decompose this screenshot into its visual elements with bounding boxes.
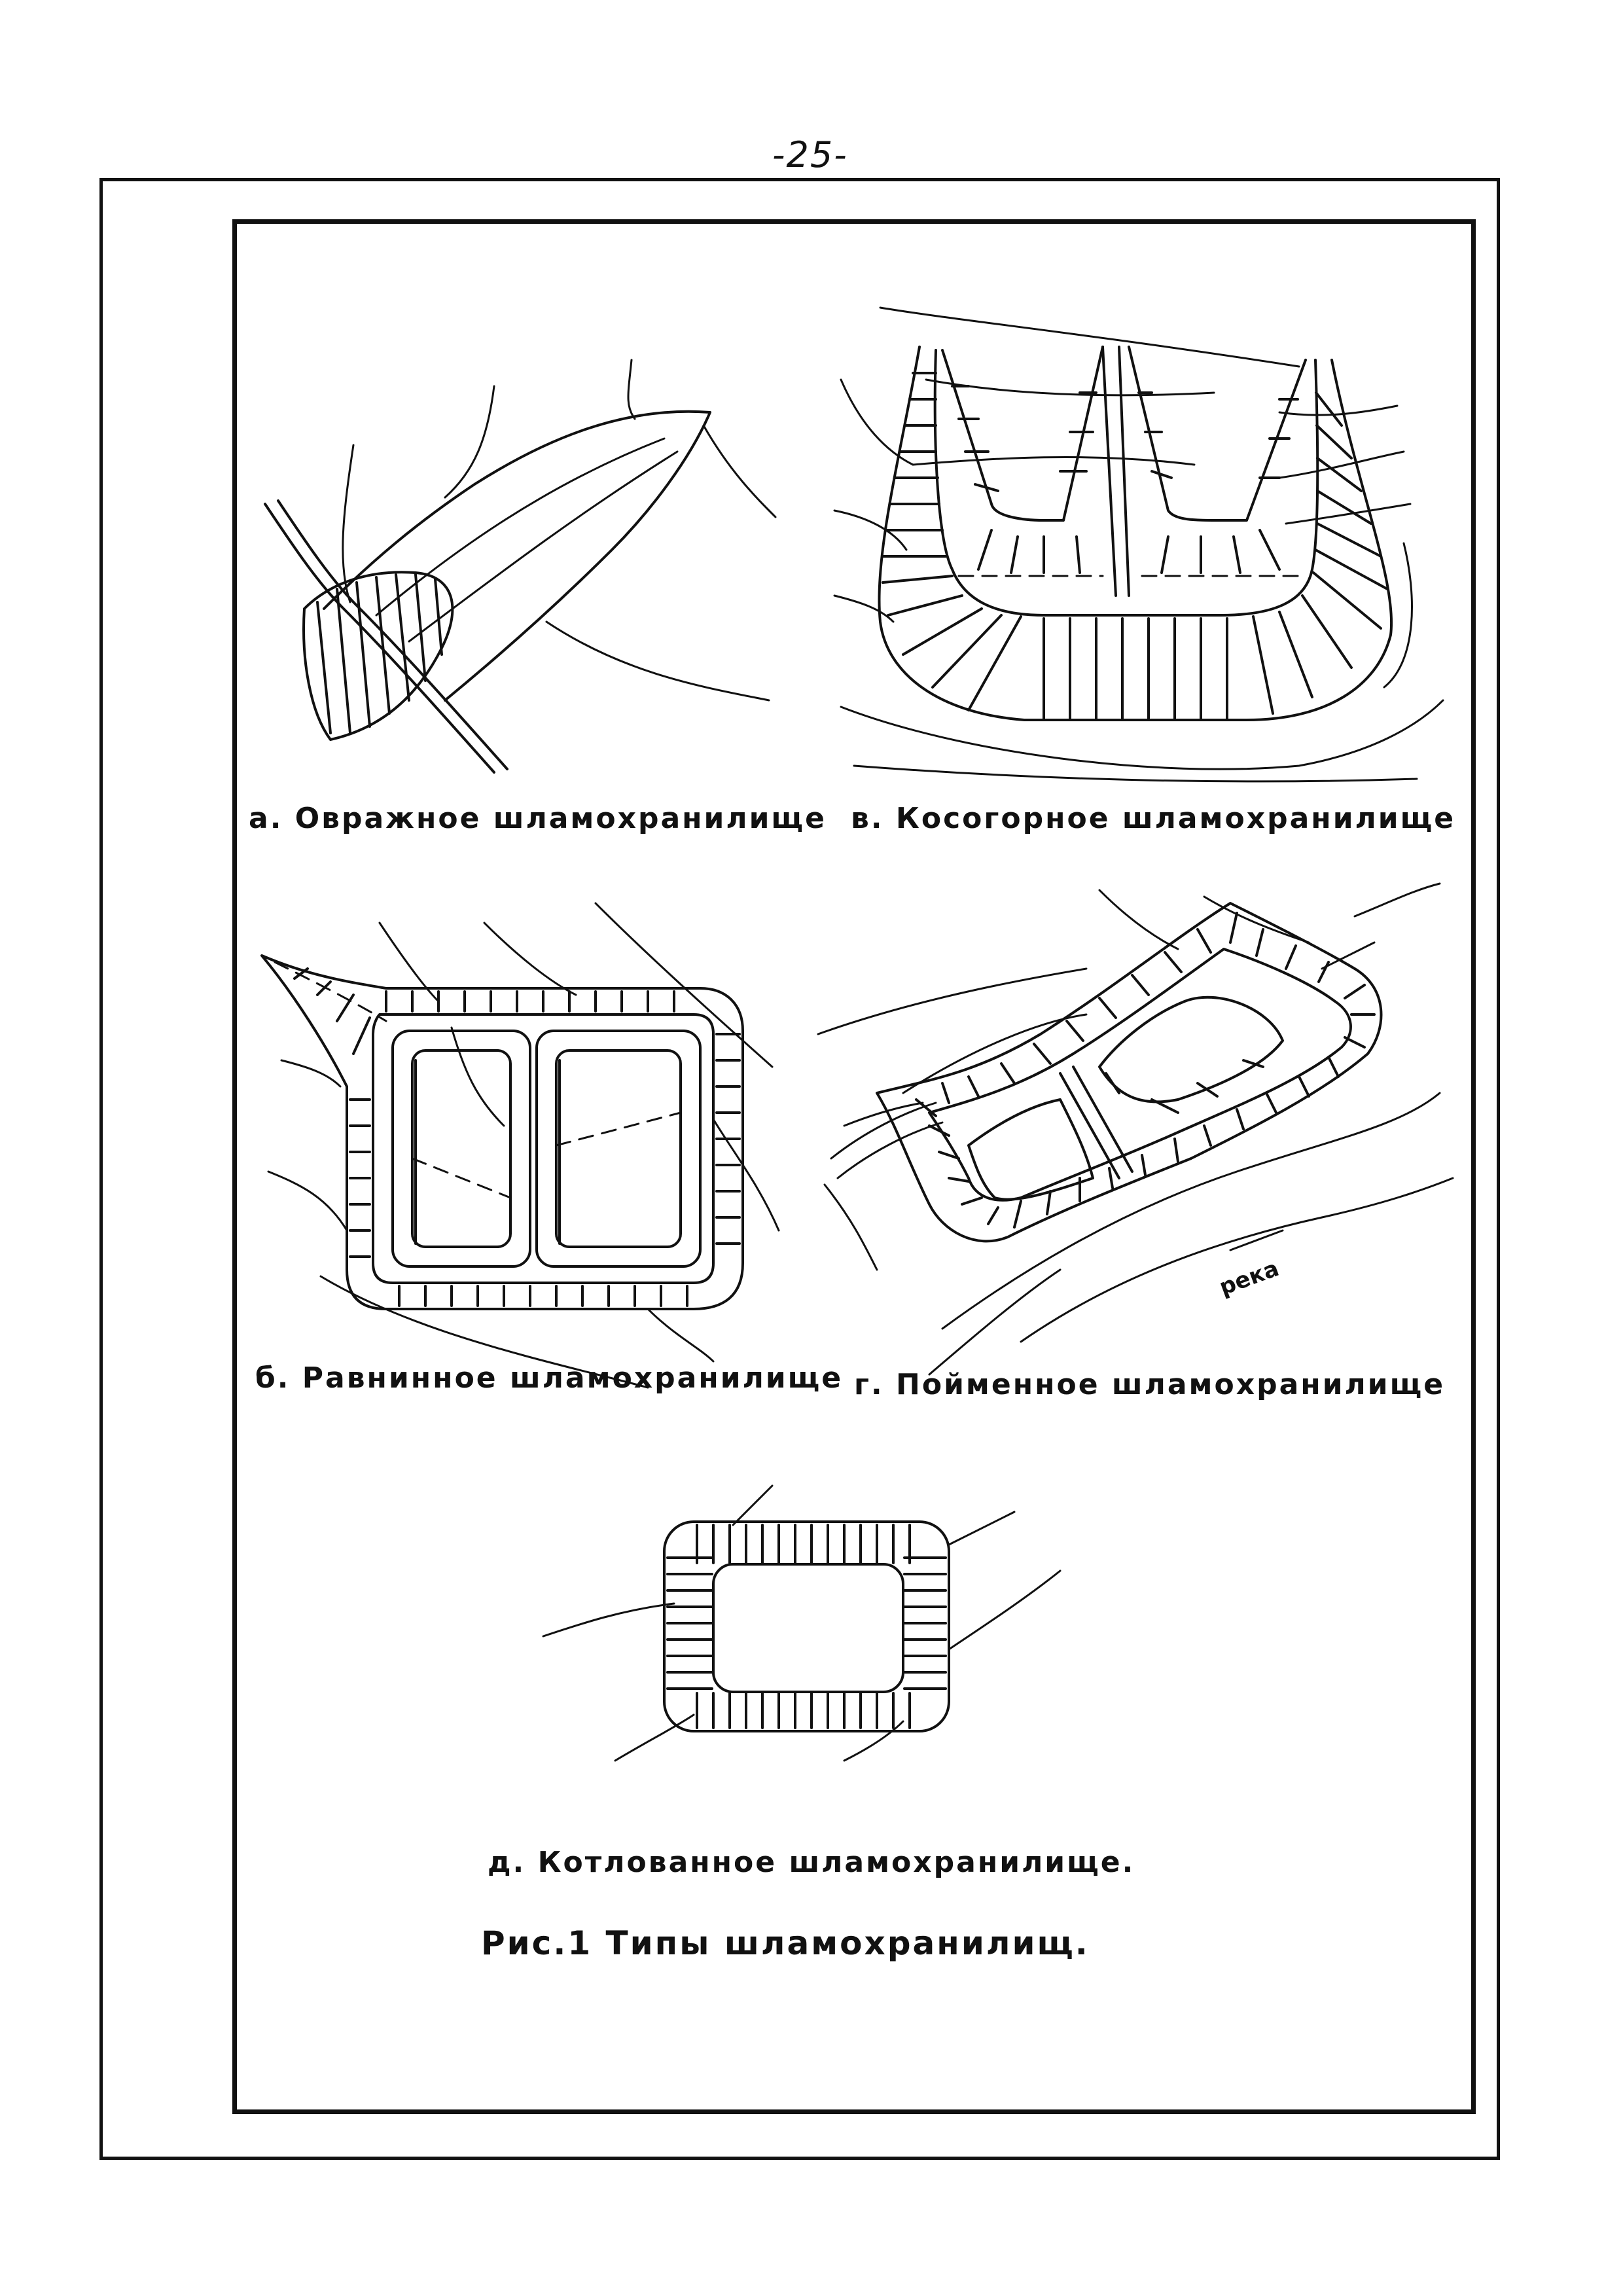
dam-body [302, 571, 454, 741]
slope-contour-11 [840, 699, 1444, 770]
contour-line-3 [1098, 889, 1179, 950]
caption-hillside-storage: в. Косогорное шламохранилище [851, 802, 1456, 835]
figure-caption: Рис.1 Типы шламохранилищ. [481, 1924, 1090, 1962]
pond-left-waterline [411, 1157, 512, 1199]
outer-frame [99, 178, 1500, 2160]
contour-line-6 [267, 1170, 348, 1232]
dam-inner [933, 349, 1319, 617]
contour-line-2 [444, 385, 495, 499]
pond-right-waterline [555, 1111, 682, 1147]
slope-contour-7 [1278, 404, 1399, 416]
contour-line-4 [712, 1118, 780, 1232]
contour-line-5 [545, 620, 770, 702]
river-bank-1 [941, 1092, 1441, 1330]
dam-outer [876, 902, 1383, 1243]
inner-frame [232, 219, 1476, 2114]
contour-line-3 [627, 359, 636, 420]
road-centerline [274, 961, 387, 1022]
cell-right-outline [535, 1030, 702, 1268]
river-label: река [1216, 1255, 1282, 1301]
pond-left-contour [450, 1026, 505, 1127]
page-number: -25- [772, 134, 848, 175]
contour-line-1 [542, 1602, 675, 1638]
caption-plain-storage: б. Равнинное шламохранилище [255, 1361, 844, 1395]
contour-line-8 [647, 1308, 715, 1363]
cell-left-outline [391, 1030, 531, 1268]
contour-line-2 [902, 1013, 1088, 1094]
dam-inner [372, 1013, 715, 1284]
contour-line-5 [280, 1059, 342, 1088]
cell-divider [1059, 1072, 1120, 1179]
contour-line-5 [614, 1713, 695, 1762]
contour-line-2 [483, 922, 577, 996]
contour-line-7 [319, 1275, 649, 1389]
inflow-lines-1 [830, 1102, 937, 1160]
diagram-ravine-storage [264, 359, 777, 774]
slope-contour-9 [1285, 503, 1412, 525]
dam-outer [260, 954, 744, 1310]
contour-line-1 [378, 922, 440, 1003]
contour-line-4 [702, 424, 777, 518]
ravine-outline [323, 410, 711, 702]
road-line-2 [277, 499, 508, 770]
slope-contour-6 [833, 594, 895, 623]
slope-contour-10 [1383, 542, 1413, 689]
caption-floodplain-storage: г. Пойменное шламохранилище [854, 1368, 1446, 1401]
caption-pit-storage: д. Котлованное шламохранилище. [488, 1846, 1135, 1879]
slope-contour-3 [912, 456, 1196, 466]
contour-line-4 [948, 1570, 1061, 1651]
upper-cell-pond [1098, 996, 1284, 1103]
caption-ravine-storage: а. Овражное шламохранилище [249, 802, 827, 835]
cell-divider-2 [1072, 1066, 1133, 1173]
contour-line-3 [594, 902, 774, 1068]
slope-contour-5 [833, 509, 908, 551]
dam-hatching [293, 967, 741, 1307]
contour-line-5 [1321, 941, 1376, 970]
contour-line-6 [843, 1720, 904, 1762]
contour-line-4 [1203, 895, 1310, 944]
slope-contour-12 [853, 764, 1418, 783]
contour-line-6 [1353, 882, 1441, 918]
slope-contour-1 [879, 306, 1300, 368]
dam-hatching [882, 372, 1389, 721]
lower-cell-pond [967, 1098, 1094, 1201]
river-bank-2 [1020, 1177, 1454, 1343]
slope-contour-8 [1278, 450, 1405, 479]
diagram-floodplain-storage: река [817, 882, 1454, 1376]
diagram-plain-storage [260, 902, 780, 1389]
ravine-inner-1 [375, 437, 666, 617]
diagram-pit-storage [542, 1484, 1061, 1762]
inflow-lines-2 [836, 1121, 944, 1179]
river-flow-arrow [1229, 1229, 1284, 1251]
cell-wall-left [941, 346, 1104, 522]
contour-line-1 [817, 967, 1088, 1035]
ravine-inner-2 [408, 450, 679, 643]
road-line-1 [264, 503, 495, 774]
cell-right-pond [555, 1049, 682, 1248]
diagram-hillside-storage [833, 306, 1444, 783]
cell-wall-mid [1101, 346, 1117, 597]
dam-outer [878, 346, 1393, 721]
pit-inner [712, 1563, 904, 1693]
pit-outer [663, 1520, 950, 1732]
slope-contour-4 [840, 378, 914, 466]
cell-left-pond [411, 1049, 512, 1248]
inflow-lines-3 [843, 1102, 924, 1127]
contour-line-3 [948, 1511, 1016, 1546]
dam-hatching [915, 912, 1376, 1229]
river-bank-3 [928, 1268, 1061, 1376]
cell-wall-right [1128, 346, 1307, 522]
river-bank-4 [823, 1183, 878, 1271]
dam-hatching [316, 573, 443, 734]
pit-hatching [666, 1524, 947, 1729]
contour-line-2 [732, 1484, 774, 1526]
slope-contour-2 [925, 378, 1215, 397]
cell-wall-mid-2 [1118, 346, 1130, 597]
